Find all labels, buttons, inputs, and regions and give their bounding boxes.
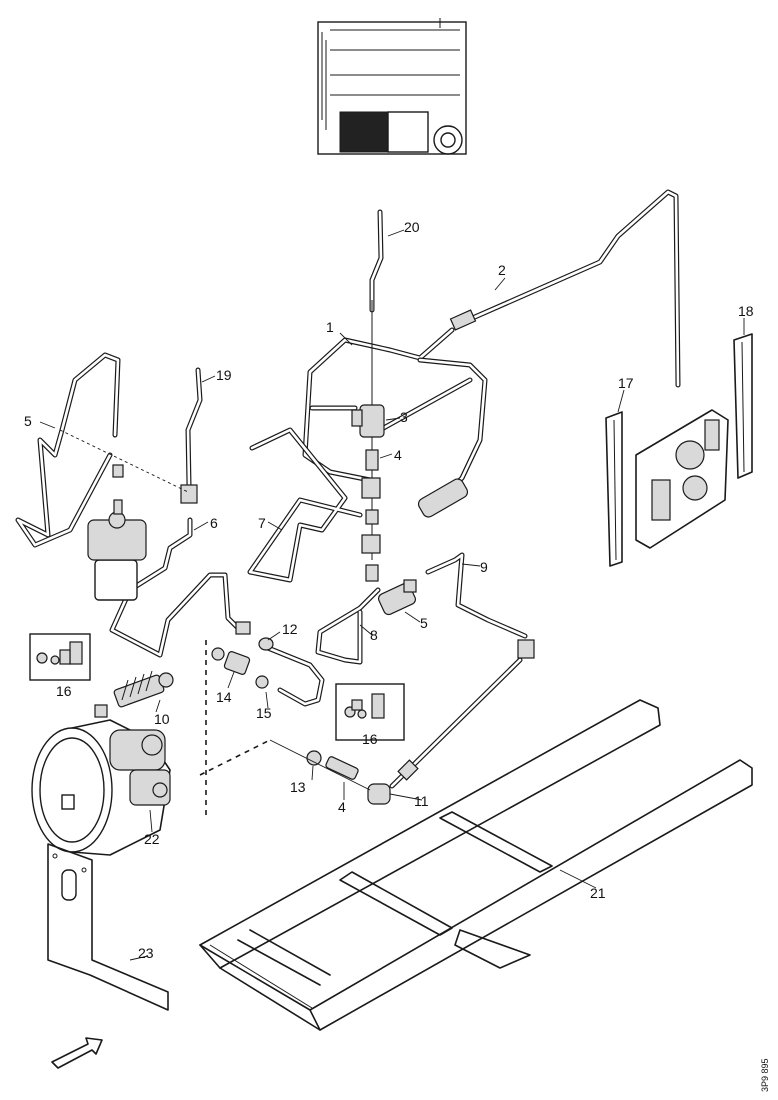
callout-22: 22 [144, 831, 160, 847]
callout-12: 12 [282, 621, 298, 637]
callout-4-upper: 4 [394, 447, 402, 463]
callout-9: 9 [480, 559, 488, 575]
pipe-20 [369, 209, 384, 313]
callout-5-right: 5 [420, 615, 428, 631]
figure-code: 3P9 895 [760, 1058, 770, 1092]
callout-10: 10 [154, 711, 170, 727]
callout-5-left: 5 [24, 413, 32, 429]
callout-21: 21 [590, 885, 606, 901]
callout-11: 11 [414, 793, 429, 809]
callout-labels: 20 2 1 3 4 5 19 6 7 9 5 8 12 16 10 14 15… [24, 219, 754, 961]
valve-5 [377, 579, 417, 616]
pipe-8 [315, 587, 381, 665]
callout-2: 2 [498, 262, 506, 278]
bracket-23 [47, 843, 169, 1011]
callout-18: 18 [738, 303, 754, 319]
callout-1: 1 [326, 319, 334, 335]
callout-20: 20 [404, 219, 420, 235]
pipe-2 [449, 189, 681, 388]
leader-lines [39, 229, 745, 961]
connector-10 [94, 670, 174, 718]
callout-3: 3 [400, 409, 408, 425]
callout-15: 15 [256, 705, 272, 721]
callout-6: 6 [210, 515, 218, 531]
callout-7: 7 [258, 515, 266, 531]
callout-4-lower: 4 [338, 799, 346, 815]
callout-8: 8 [370, 627, 378, 643]
bracket-5-left [15, 352, 124, 548]
brackets-17-18 [605, 333, 753, 567]
pipe-right-loop [377, 357, 488, 518]
mounting-plate [635, 409, 729, 549]
pipe-6 [109, 517, 251, 658]
callout-14: 14 [216, 689, 232, 705]
callout-16-left: 16 [56, 683, 72, 699]
pipe-7 [247, 427, 363, 583]
vehicle-location-thumbnail [317, 18, 467, 155]
pipe-15-assembly [211, 637, 325, 707]
callout-19: 19 [216, 367, 232, 383]
pipe-19 [59, 367, 203, 504]
bracket-16-box-right [335, 683, 405, 741]
forward-arrow-icon [51, 1037, 103, 1069]
callout-16-right: 16 [362, 731, 378, 747]
filter-unit [87, 499, 147, 601]
pipe-1 [302, 327, 455, 483]
frame-21 [199, 699, 753, 1031]
pump-22 [31, 719, 171, 856]
valve-3-assembly [351, 300, 385, 582]
callout-17: 17 [618, 375, 634, 391]
pipe-9 [425, 552, 535, 659]
callout-23: 23 [138, 945, 154, 961]
bracket-16-box-left [29, 633, 91, 681]
lower-fittings [269, 657, 523, 805]
callout-13: 13 [290, 779, 306, 795]
dashed-routing [199, 640, 271, 820]
